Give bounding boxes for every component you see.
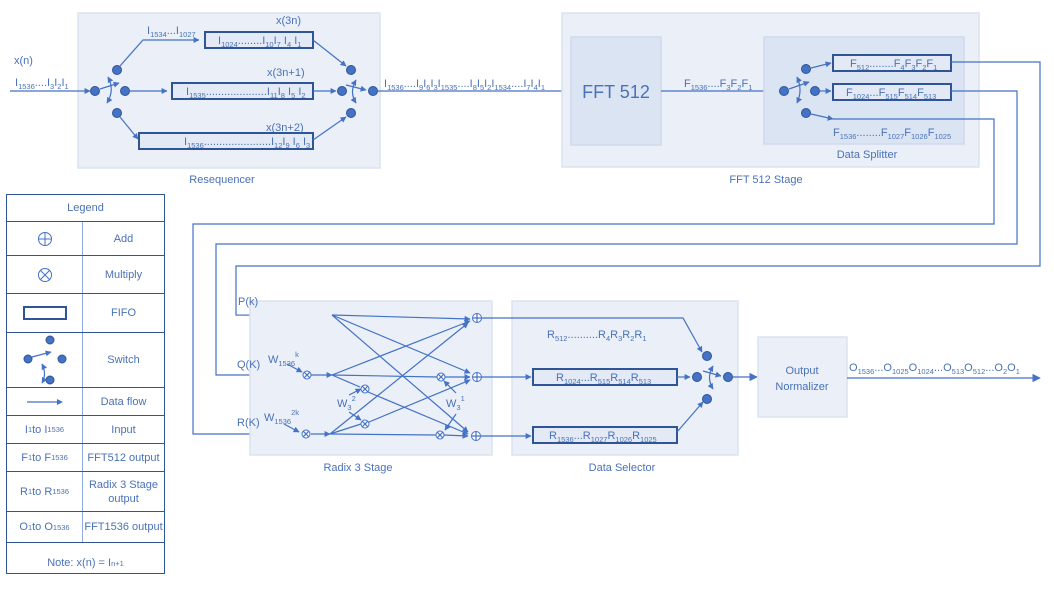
multiply-op-w3-1-top — [436, 372, 446, 382]
selector-fifo-bot-label: R1536...R1027R1026R1025 — [549, 430, 657, 444]
legend-fifo-label: FIFO — [110, 307, 137, 319]
final-output-label: O1536...O1025O1024...O513O512...O2O1 — [849, 362, 1020, 376]
multiply-op-w3-2-top — [360, 384, 370, 394]
selector-top-label: R512..........R4R3R2R1 — [547, 329, 647, 343]
splitter-switch — [779, 64, 820, 118]
legend-fft512-label: FFT512 output — [87, 451, 160, 464]
route-r-wire — [192, 118, 995, 435]
splitter-fifo-mid — [832, 83, 952, 101]
add-op-top — [472, 313, 482, 323]
x3n2-label: x(3n+2) — [266, 122, 304, 134]
reseq-fifo-bot — [138, 132, 314, 150]
switch-symbol-icon — [7, 333, 83, 387]
data-splitter-caption: Data Splitter — [837, 149, 898, 161]
add-symbol-icon — [7, 222, 83, 255]
output-normalizer-block — [757, 336, 848, 418]
fifo-symbol-icon — [7, 294, 83, 332]
splitter-bottom-label: F1536........F1027F1026F1025 — [833, 127, 951, 141]
w3-1-label: W31 — [446, 394, 465, 412]
p-k-label: P(k) — [238, 296, 258, 308]
w1536-2k-label: W15362k — [264, 408, 299, 426]
radix3-stage-block — [249, 300, 493, 456]
splitter-bot-arrow — [810, 113, 834, 121]
selector-fifo-mid-label: R1024...R515R514R513 — [556, 372, 651, 386]
add-op-bot — [471, 431, 481, 441]
radix3-stage-caption: Radix 3 Stage — [323, 462, 392, 474]
selector-top-wire — [482, 317, 703, 353]
selector-bot-out — [676, 401, 704, 433]
w1536-k-label: W1536k — [268, 350, 299, 368]
data-selector-caption: Data Selector — [589, 462, 656, 474]
reseq-output-switch — [337, 65, 378, 118]
input-name: x(n) — [14, 55, 33, 67]
reseq-fifo-bot-label: I1536......................I12I9 I6 I3 — [184, 136, 310, 150]
selector-fifo-bot — [532, 426, 678, 444]
reseq-top-pre-label: I1534...I1027 — [147, 25, 196, 39]
multiply-op-q — [302, 370, 312, 380]
normalizer-label-line2: Normalizer — [775, 381, 829, 393]
reseq-top-path — [119, 37, 200, 67]
legend-switch-label: Switch — [107, 354, 140, 366]
multiply-symbol-icon — [7, 256, 83, 293]
add-op-mid — [472, 372, 482, 382]
fft512-stage-caption: FFT 512 Stage — [729, 174, 802, 186]
reseq-fifo-mid-label: I1535....................I11I8 I5 I2 — [186, 86, 306, 100]
reseq-bot-out — [312, 116, 347, 141]
reseq-top-out — [312, 39, 347, 67]
legend: Legend Add Multiply FIFO Switch Data flo… — [6, 194, 165, 574]
splitter-fifo-top — [832, 54, 952, 72]
multiply-op-w3-2-bot — [360, 419, 370, 429]
radix3-butterfly — [283, 314, 471, 439]
x3n1-label: x(3n+1) — [267, 67, 305, 79]
fft512-block-label: FFT 512 — [582, 82, 650, 102]
fft512-block — [570, 36, 662, 146]
r-k-label: R(K) — [237, 417, 260, 429]
legend-data-flow-label: Data flow — [100, 395, 147, 408]
fft-output-label: F1536....F3F2F1 — [684, 78, 752, 92]
legend-multiply-label: Multiply — [104, 268, 143, 281]
resequencer-caption: Resequencer — [189, 174, 255, 186]
reseq-output-label: I1536....I9I6I3I1535....I8I5I2I1534....I… — [384, 78, 545, 92]
q-k-label: Q(K) — [237, 359, 260, 371]
input-stream-label: I1536....I3I2I1 — [15, 77, 69, 91]
splitter-fifo-top-label: F512........F4F3F2F1 — [850, 58, 937, 72]
splitter-top-arrow — [810, 61, 832, 69]
route-q-wire — [215, 90, 1018, 376]
splitter-fifo-mid-label: F1024...F515F514F513 — [846, 87, 936, 101]
legend-add-label: Add — [113, 232, 134, 245]
reseq-fifo-top-label: I1024........I10I7 I4 I1 — [218, 35, 301, 49]
reseq-input-switch — [90, 65, 130, 118]
reseq-bot-path — [119, 116, 139, 140]
selector-switch — [692, 351, 733, 404]
data-flow-arrow-icon — [7, 388, 83, 415]
legend-title: Legend — [67, 202, 104, 214]
legend-input-label: Input — [111, 423, 136, 436]
multiply-op-w3-1-bot — [435, 430, 445, 440]
multiply-op-r — [301, 429, 311, 439]
fft1536-diagram: Resequencer x(n) I1536....I3I2I1 I1534..… — [10, 12, 1041, 474]
x3n-label: x(3n) — [276, 15, 301, 27]
legend-fft1536-label: FFT1536 output — [84, 521, 163, 533]
normalizer-label-line1: Output — [785, 365, 818, 377]
w3-2-label: W32 — [337, 394, 356, 412]
